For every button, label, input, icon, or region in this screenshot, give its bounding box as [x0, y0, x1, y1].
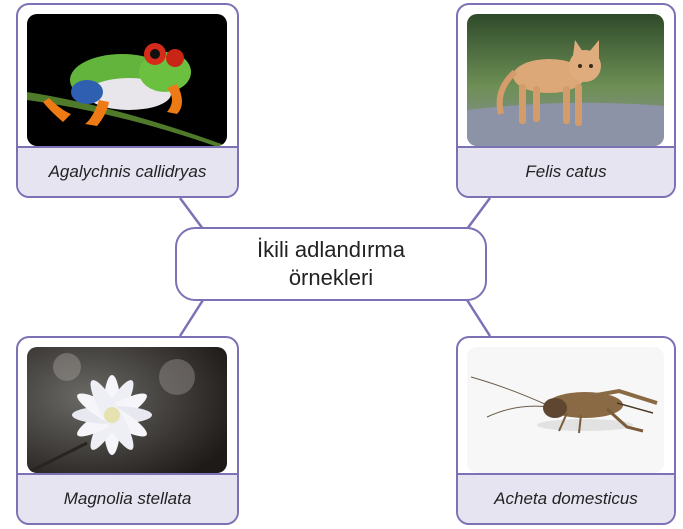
card-cat: Felis catus [456, 3, 676, 198]
label-magnolia-stellata: Magnolia stellata [18, 473, 237, 523]
card-magnolia: Magnolia stellata [16, 336, 239, 525]
center-title-line-1: İkili adlandırma [257, 236, 405, 264]
label-felis-catus: Felis catus [458, 146, 674, 196]
card-cricket: Acheta domesticus [456, 336, 676, 525]
connector-bottom-right [467, 300, 490, 336]
connector-bottom-left [180, 300, 203, 336]
label-acheta-domesticus: Acheta domesticus [458, 473, 674, 523]
card-frog: Agalychnis callidryas [16, 3, 239, 198]
house-cricket-photo [467, 347, 664, 473]
domestic-cat-photo [467, 14, 664, 146]
connector-top-right [467, 198, 490, 229]
red-eyed-tree-frog-photo [27, 14, 227, 146]
star-magnolia-flower-photo [27, 347, 227, 473]
center-title-box: İkili adlandırma örnekleri [175, 227, 487, 301]
center-title-line-2: örnekleri [289, 264, 373, 292]
connector-top-left [180, 198, 203, 229]
label-agalychnis-callidryas: Agalychnis callidryas [18, 146, 237, 196]
